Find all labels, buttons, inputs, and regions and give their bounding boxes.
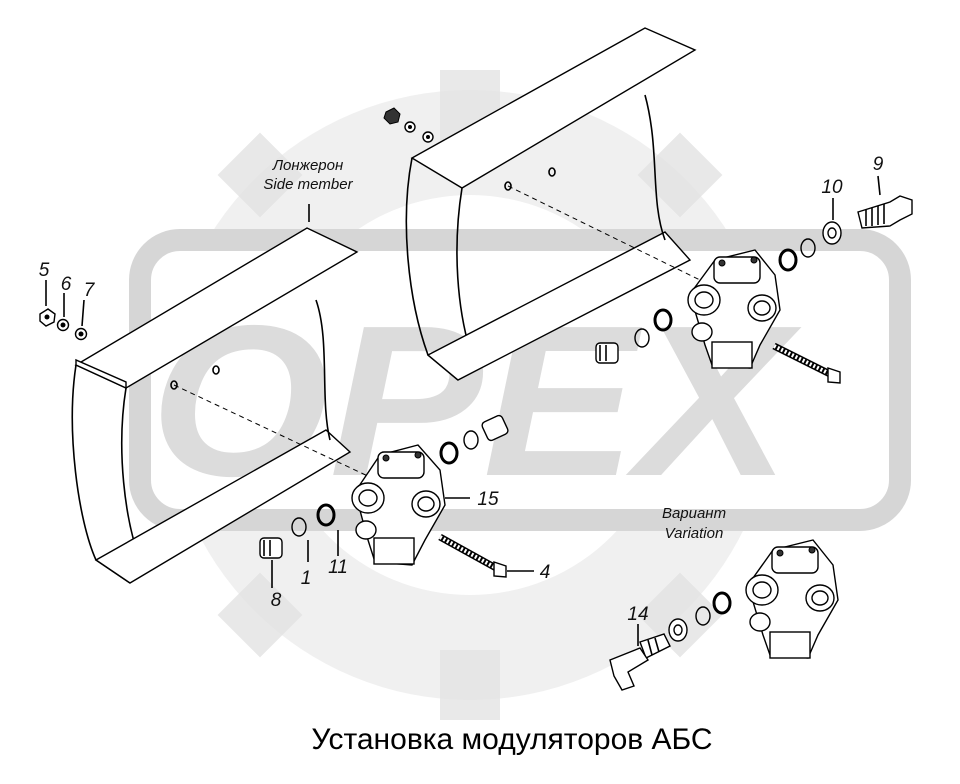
upper-seals [595, 221, 842, 364]
plug-8 [259, 537, 283, 559]
elbow-fitting-9 [857, 195, 913, 229]
callout-6: 6 [61, 274, 72, 295]
left-side-member [71, 227, 373, 584]
leader-lines [45, 175, 881, 646]
nut-set-5-6-7 [39, 308, 88, 341]
modulator-variation [745, 539, 839, 659]
bolt-upper [772, 342, 841, 384]
caption-side-member-ru: Лонжерон [272, 157, 343, 174]
callout-4: 4 [540, 562, 551, 583]
upper-nut-set [383, 107, 434, 143]
callout-5: 5 [39, 260, 50, 281]
callout-1: 1 [301, 568, 312, 589]
upper-plug-lower [481, 414, 509, 442]
callout-11: 11 [328, 557, 348, 578]
modulator-15 [351, 444, 446, 566]
modulator-upper [687, 249, 781, 369]
bolt-4 [438, 533, 507, 578]
callout-10: 10 [821, 177, 843, 198]
callout-14: 14 [627, 604, 648, 625]
plug-upper [595, 342, 619, 364]
variation-seals [668, 591, 732, 642]
callout-7: 7 [84, 280, 96, 301]
diagram-title: Установка модуляторов АБС [311, 723, 712, 756]
caption-variation-ru: Вариант [662, 505, 726, 522]
callout-9: 9 [873, 154, 884, 175]
caption-variation-en: Variation [665, 525, 724, 542]
caption-side-member-en: Side member [263, 176, 353, 193]
right-side-member [405, 27, 701, 381]
callout-8: 8 [271, 590, 282, 611]
elbow-fitting-14 [609, 633, 671, 691]
callout-15: 15 [477, 489, 499, 510]
nut-10 [822, 221, 842, 245]
lower-seals [259, 414, 509, 559]
